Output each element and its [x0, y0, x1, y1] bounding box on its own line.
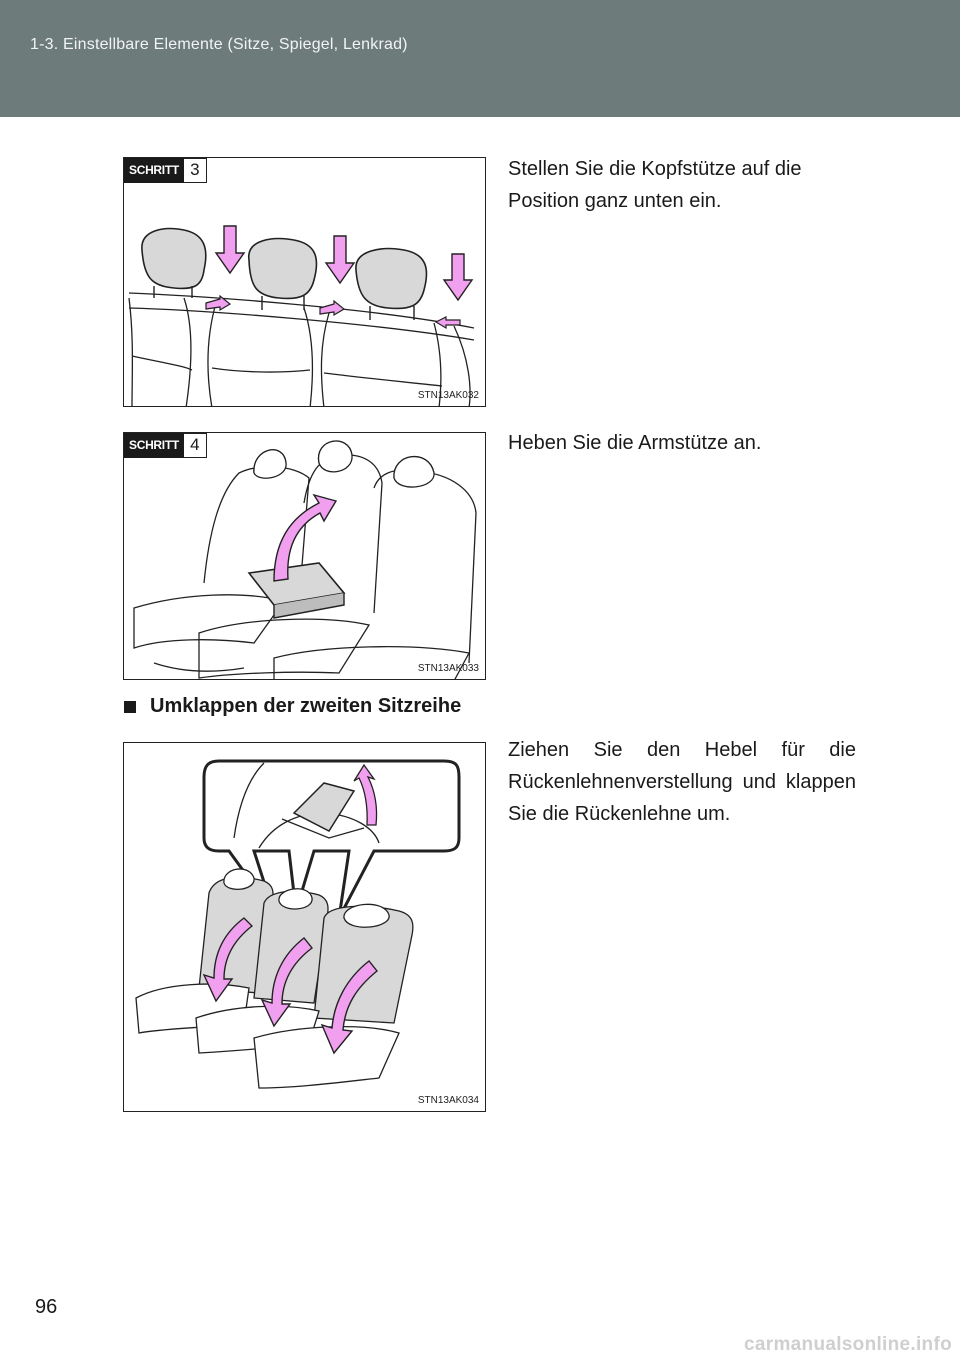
step-3-instruction: Stellen Sie die Kopfstütze auf die Posit…: [508, 158, 802, 212]
page-number: 96: [35, 1296, 58, 1318]
watermark: carmanualsonline.info: [744, 1334, 952, 1355]
section-title: 1-3. Einstellbare Elemente (Sitze, Spieg…: [30, 36, 408, 53]
step-label: SCHRITT 3: [124, 158, 207, 183]
armrest-illustration: [133, 440, 477, 679]
page-header: 1-3. Einstellbare Elemente (Sitze, Spieg…: [0, 0, 960, 117]
step-label: SCHRITT 4: [124, 433, 207, 458]
figure-code: STN13AK032: [417, 390, 479, 401]
figure-code: STN13AK034: [417, 1095, 479, 1106]
step-word: SCHRITT: [124, 158, 184, 183]
step-number: 3: [183, 158, 207, 183]
headrest-figure: SCHRITT 3: [123, 157, 486, 407]
square-bullet-icon: [124, 700, 136, 713]
step-4-instruction: Heben Sie die Armstütze an.: [508, 432, 762, 454]
fold-seats-figure: STN13AK034: [123, 742, 486, 1112]
figure-code: STN13AK033: [417, 663, 479, 674]
fold-instruction: Ziehen Sie den Hebel für die Rückenlehne…: [508, 739, 856, 825]
fold-seats-illustration: [135, 759, 461, 1089]
headrest-illustration: [128, 225, 475, 406]
section-heading: Umklappen der zweiten Sitzreihe: [124, 695, 461, 718]
armrest-figure: SCHRITT 4 STN13AK033: [123, 432, 486, 680]
step-word: SCHRITT: [124, 433, 184, 458]
section-heading-text: Umklappen der zweiten Sitzreihe: [150, 695, 462, 717]
step-number: 4: [183, 433, 207, 458]
